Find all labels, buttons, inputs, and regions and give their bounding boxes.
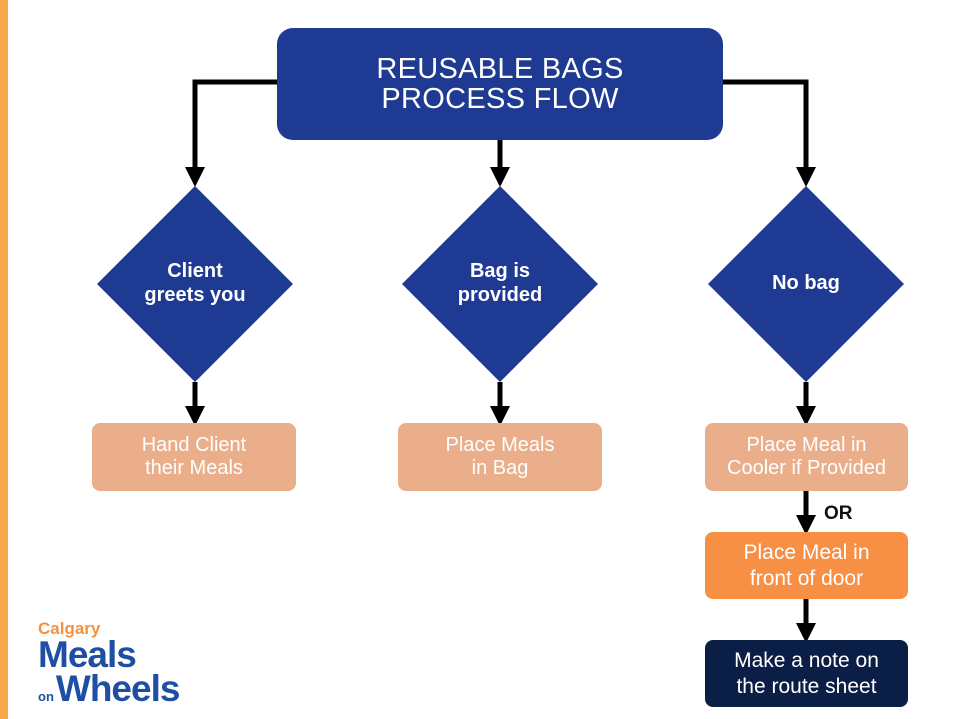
alt-action-box: Place Meal in front of door — [705, 532, 908, 599]
action-box-1: Hand Client their Meals — [92, 423, 296, 491]
logo-line-1: Meals — [38, 634, 137, 675]
action-label-3: Place Meal in Cooler if Provided — [727, 434, 886, 479]
decision-diamond-3 — [708, 186, 904, 382]
calgary-meals-on-wheels-logo: Calgary Meals onWheels — [38, 619, 180, 714]
action-label-2: Place Meals in Bag — [445, 434, 555, 479]
or-label: OR — [824, 503, 853, 524]
accent-strip — [0, 0, 8, 719]
title-box: REUSABLE BAGS PROCESS FLOW — [277, 28, 723, 140]
title-text: REUSABLE BAGS PROCESS FLOW — [376, 53, 624, 115]
final-action-label: Make a note on the route sheet — [734, 648, 879, 698]
logo-line-2-small: on — [38, 689, 54, 704]
decision-label-2: Bag is provided — [457, 260, 543, 306]
decision-label-3: No bag — [772, 272, 840, 294]
logo-line-2-main: Wheels — [55, 668, 181, 709]
action-box-2: Place Meals in Bag — [398, 423, 602, 491]
decision-diamond-2 — [402, 186, 598, 382]
edge-title-to-decision-1 — [185, 79, 277, 187]
decision-diamond-1 — [97, 186, 293, 382]
logo-line-2: onWheels — [38, 670, 180, 714]
alt-action-label: Place Meal in front of door — [743, 540, 870, 590]
decision-label-1: Client greets you — [144, 260, 246, 306]
final-action-box: Make a note on the route sheet — [705, 640, 908, 707]
action-box-3: Place Meal in Cooler if Provided — [705, 423, 908, 491]
edge-title-to-decision-3 — [723, 79, 816, 187]
logo-city: Calgary — [38, 619, 101, 638]
action-label-1: Hand Client their Meals — [141, 434, 247, 479]
